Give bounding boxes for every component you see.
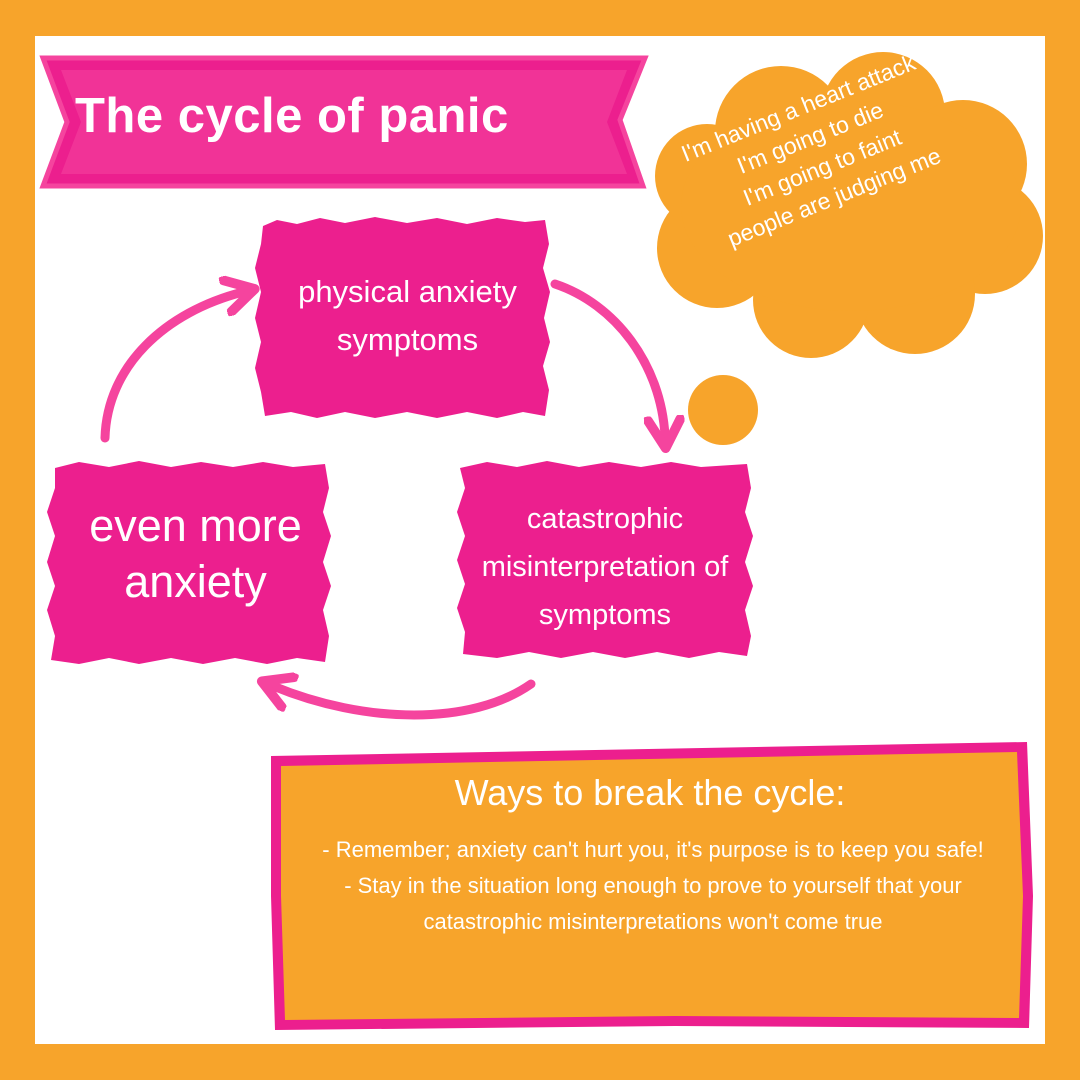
box-physical xyxy=(255,217,550,418)
ways-item: - Remember; anxiety can't hurt you, it's… xyxy=(322,837,984,862)
box-catastrophic xyxy=(457,461,753,658)
title-ribbon-inner xyxy=(61,70,627,174)
thought-dot xyxy=(688,375,758,445)
box-catastrophic-label: catastrophic misinterpretation of sympto… xyxy=(481,503,729,631)
ways-item: - Stay in the situation long enough to p… xyxy=(344,873,962,934)
curved-arrow-icon xyxy=(550,279,665,436)
curved-arrow-icon xyxy=(273,684,536,720)
page-title: The cycle of panic xyxy=(75,89,509,143)
diagram-graphics xyxy=(39,52,1043,1030)
box-more-label: even more anxiety xyxy=(89,500,302,607)
ways-box xyxy=(281,752,1023,1020)
ways-list: - Remember; anxiety can't hurt you, it's… xyxy=(283,832,1023,940)
curved-arrow-icon xyxy=(100,292,243,443)
box-more xyxy=(47,461,331,664)
canvas: The cycle of panic physical anxiety symp… xyxy=(35,36,1045,1044)
ways-title: Ways to break the cycle: xyxy=(454,772,846,813)
box-physical-label: physical anxiety symptoms xyxy=(298,274,517,357)
thought-cloud-icon xyxy=(655,52,1043,358)
